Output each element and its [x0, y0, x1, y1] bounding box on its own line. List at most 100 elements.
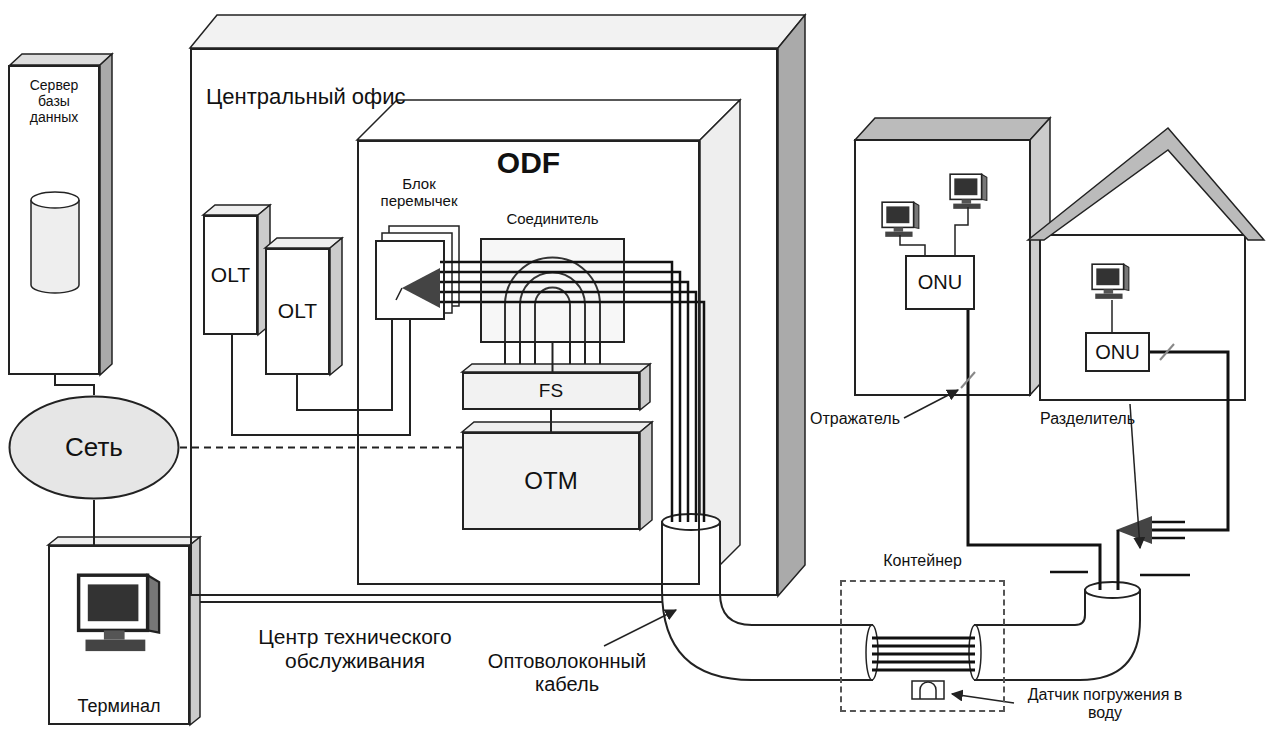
- fiber-cable: [662, 514, 720, 530]
- node-label: ONU: [918, 271, 962, 294]
- terminal-computer: [48, 537, 200, 725]
- office-building: [955, 207, 968, 255]
- house: [1040, 235, 1245, 400]
- server-box: Сервер базы данных: [8, 65, 100, 375]
- office-building: [900, 235, 925, 255]
- splitter: [1116, 516, 1152, 544]
- house: [1160, 344, 1174, 360]
- odf-rack: [700, 100, 740, 585]
- ellipse-outline: [10, 397, 179, 499]
- patch-fibers: [440, 282, 688, 522]
- connector: [552, 343, 554, 372]
- unit-face: [480, 238, 625, 343]
- terminal-computer: [48, 545, 190, 725]
- house: [1028, 128, 1264, 530]
- fs-otm-units: [462, 422, 652, 432]
- server-cabinet: [10, 65, 100, 375]
- onu-box: ONU: [905, 255, 975, 310]
- unit-face: [375, 240, 445, 320]
- olt-unit: [330, 238, 342, 375]
- otm-box: OTM: [462, 432, 640, 530]
- splitter: [1050, 571, 1088, 574]
- connector-unit: [505, 258, 600, 344]
- node-label: FS: [539, 380, 563, 402]
- water-sensor: [912, 681, 944, 699]
- node-label: Сервер базы данных: [12, 77, 96, 125]
- odf-rack: [357, 100, 740, 585]
- fs-otm-units: [462, 432, 640, 530]
- onu-box: ONU: [1085, 332, 1150, 372]
- server-cabinet: [10, 54, 112, 65]
- node-label: OTM: [524, 467, 577, 495]
- fiber-cable: [975, 590, 1140, 680]
- terminal-computer: [48, 537, 200, 545]
- fiber-cable: [662, 514, 1140, 680]
- terminal-box: Терминал: [48, 545, 190, 725]
- office-building: [950, 174, 987, 209]
- node-label: OLT: [211, 263, 250, 287]
- patch-fibers: [440, 292, 696, 522]
- server-cabinet: [10, 54, 112, 375]
- office-box: Центральный офисOLTOLTODFБлок перемычекС…: [190, 48, 778, 596]
- splitter: [1050, 516, 1190, 590]
- central-office-housing: [778, 15, 805, 596]
- fs-otm-units: [462, 364, 652, 530]
- patch-fibers: [440, 272, 680, 522]
- node-label: Сеть: [65, 433, 123, 463]
- terminal-line: [190, 602, 662, 603]
- node-label: OLT: [278, 299, 317, 323]
- jumper-block: [402, 268, 440, 308]
- network-ellipse: Сеть: [8, 395, 180, 500]
- connector: [55, 375, 94, 395]
- fiber-cable: [1085, 582, 1140, 598]
- node-label: Контейнер: [883, 552, 962, 570]
- odf-box: ODFБлок перемычекСоединительFSOTM: [357, 140, 700, 585]
- leader-lines: [904, 390, 958, 418]
- house: [1092, 264, 1129, 299]
- jumper-block: Блок перемычек: [375, 175, 463, 320]
- splitter: [1140, 574, 1190, 577]
- odf-rack: [357, 100, 740, 140]
- callout-label: Разделитель: [1040, 410, 1170, 428]
- callout-label: Отражатель: [810, 410, 920, 428]
- splitter: [1117, 530, 1120, 590]
- olt-box: OLT: [265, 248, 330, 375]
- connector: [180, 447, 462, 449]
- office-building: [882, 202, 919, 237]
- terminal-line: [190, 601, 662, 603]
- connector-unit: [480, 238, 625, 372]
- terminal-computer: [79, 575, 160, 651]
- jumper-block: [396, 288, 402, 300]
- water-sensor: [912, 681, 944, 699]
- fs-box: FS: [462, 372, 640, 410]
- node-label: Блок перемычек: [377, 175, 461, 210]
- house: [1028, 128, 1264, 240]
- olt-unit: [265, 248, 330, 375]
- connector: [93, 500, 95, 545]
- server-cabinet: [100, 54, 112, 375]
- office-building: [855, 118, 1050, 140]
- callout-label: Оптоволоконный кабель: [478, 650, 656, 696]
- water-sensor: [920, 682, 936, 699]
- office-building: [961, 372, 975, 388]
- fs-otm-units: [462, 372, 640, 410]
- jumper-block: [375, 240, 445, 320]
- connector-unit: [480, 238, 625, 343]
- container-box: Контейнер: [840, 550, 1005, 712]
- node-label: Терминал: [78, 696, 161, 717]
- node-label: Центральный офис: [206, 84, 406, 109]
- node-label: ONU: [1095, 341, 1139, 364]
- callout-label: Датчик погружения в воду: [1015, 686, 1195, 723]
- fs-otm-units: [462, 364, 650, 372]
- olt-unit: [203, 215, 258, 335]
- central-office-housing: [190, 15, 805, 48]
- connector-unit: [535, 288, 570, 344]
- connector: [550, 410, 552, 432]
- house: [1111, 300, 1113, 332]
- central-office-housing: [190, 15, 805, 596]
- splitter: [1152, 537, 1185, 540]
- server-cabinet: [31, 192, 79, 208]
- connector: [232, 320, 410, 435]
- node-label: ODF: [497, 146, 560, 181]
